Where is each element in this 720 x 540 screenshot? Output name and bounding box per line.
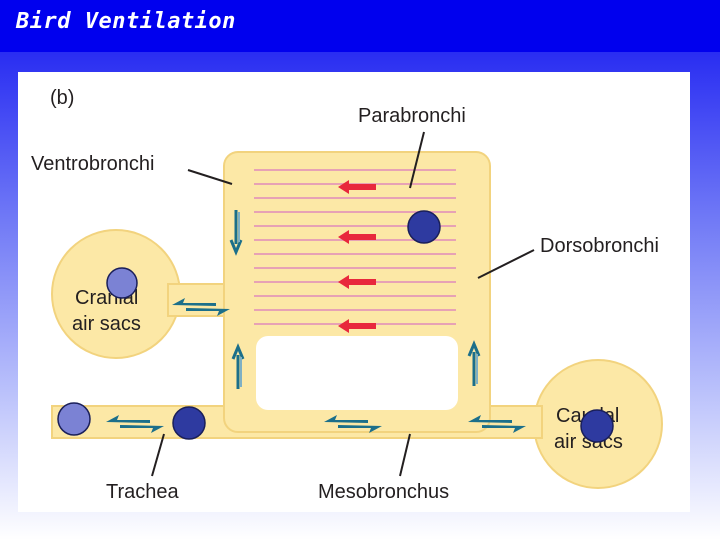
- leader-ventrobronchi: [187, 169, 233, 185]
- label-parabronchi: Parabronchi: [358, 105, 466, 127]
- marker-caudal: [580, 409, 614, 443]
- title-bar: Bird Ventilation: [0, 0, 720, 52]
- leader-dorsobronchi: [477, 249, 535, 279]
- lung-block-opening: [256, 336, 458, 410]
- marker-trachea-right: [172, 406, 206, 440]
- marker-trachea-left: [57, 402, 91, 436]
- label-trachea: Trachea: [106, 481, 180, 503]
- marker-parabronchi: [407, 210, 441, 244]
- leader-parabronchi: [409, 131, 425, 189]
- figure-panel: (b) Parabronchi Ventrobronchi Dorsobronc…: [18, 72, 690, 512]
- panel-label: (b): [50, 87, 74, 109]
- bird-lung-diagram: (b) Parabronchi Ventrobronchi Dorsobronc…: [31, 87, 663, 503]
- label-cranial-line2: air sacs: [72, 313, 141, 335]
- label-dorsobronchi: Dorsobronchi: [540, 235, 659, 257]
- slide-title: Bird Ventilation: [16, 9, 236, 34]
- leader-mesobronchus: [399, 433, 411, 477]
- marker-cranial: [106, 267, 138, 299]
- label-mesobronchus: Mesobronchus: [318, 481, 449, 503]
- label-ventrobronchi: Ventrobronchi: [31, 153, 154, 175]
- leader-trachea: [151, 433, 165, 477]
